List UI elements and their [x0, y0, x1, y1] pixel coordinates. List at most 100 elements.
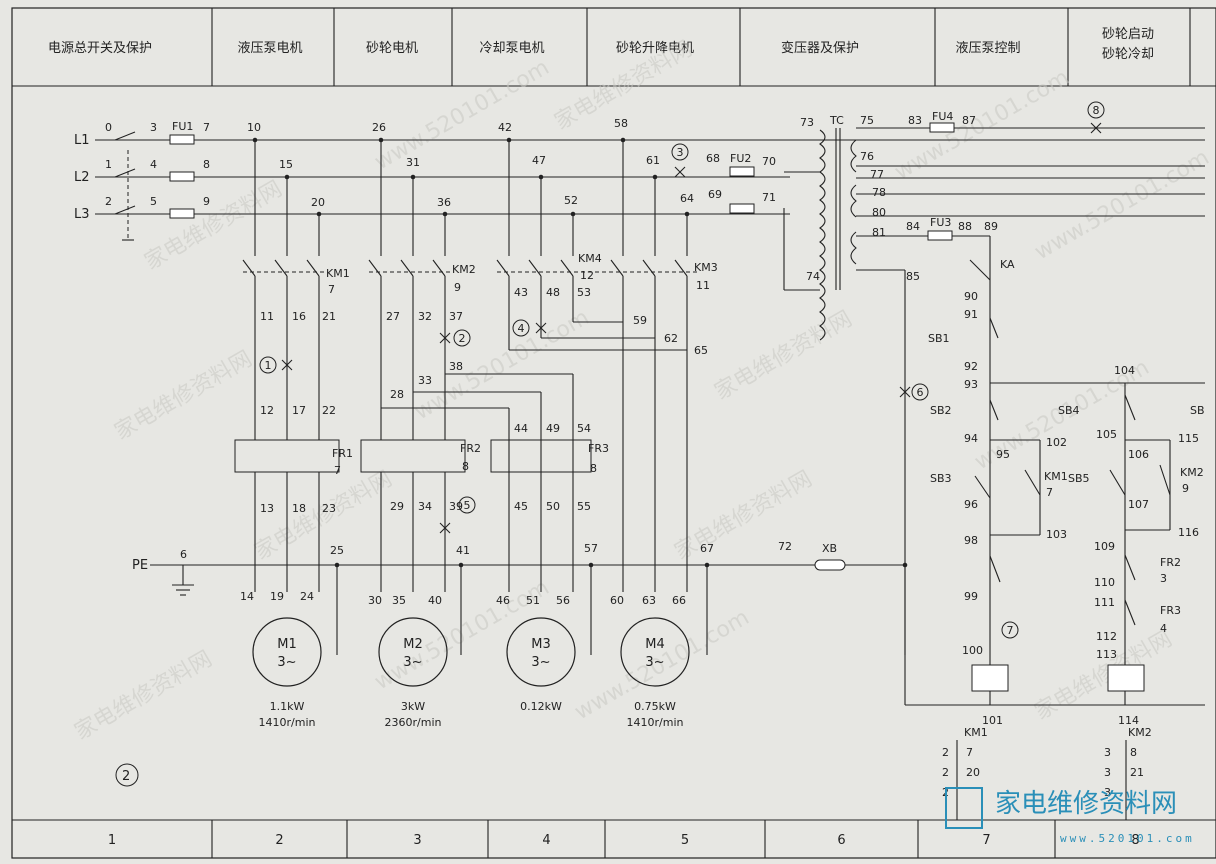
node-58: 58 [614, 117, 628, 130]
motor-speed: 2360r/min [385, 716, 442, 729]
node-100: 100 [962, 644, 983, 657]
node-55: 55 [577, 500, 591, 513]
watermark: 家电维修资料网 [141, 177, 287, 276]
node-102: 102 [1046, 436, 1067, 449]
node-50: 50 [546, 500, 560, 513]
footer-cell-2: 2 [275, 833, 283, 848]
node-36: 36 [437, 196, 451, 209]
km4-ref: 12 [580, 269, 594, 282]
node-99: 99 [964, 590, 978, 603]
node-12: 12 [260, 404, 274, 417]
fault-marker-2: 2 [439, 329, 471, 347]
svg-text:4: 4 [518, 322, 525, 335]
ka-label: KA [1000, 258, 1015, 271]
motor-rating: 0.12kW [520, 700, 562, 713]
node-30: 30 [368, 594, 382, 607]
header-labels: 电源总开关及保护液压泵电机砂轮电机冷却泵电机砂轮升降电机变压器及保护液压泵控制砂… [48, 27, 1154, 62]
node-35: 35 [392, 594, 406, 607]
svg-text:3: 3 [1104, 786, 1111, 799]
km1-label: KM1 [326, 267, 350, 280]
node-113: 113 [1096, 648, 1117, 661]
node-101: 101 [982, 714, 1003, 727]
node-70: 70 [762, 155, 776, 168]
sb1-label: SB1 [928, 332, 950, 345]
motor-phase: 3~ [531, 655, 550, 670]
node-11: 11 [260, 310, 274, 323]
motor-name: M3 [531, 637, 551, 652]
fault-marker-7: 7 [1001, 621, 1019, 639]
svg-text:20: 20 [966, 766, 980, 779]
motor-name: M4 [645, 637, 665, 652]
motor-phase: 3~ [645, 655, 664, 670]
node-42: 42 [498, 121, 512, 134]
node-4: 4 [150, 158, 157, 171]
node-0: 0 [105, 121, 112, 134]
sb3-label: SB3 [930, 472, 952, 485]
node-84: 84 [906, 220, 920, 233]
fr3-contact-ref: 4 [1160, 622, 1167, 635]
node-78: 78 [872, 186, 886, 199]
header-section-2: 液压泵电机 [237, 41, 302, 56]
fault-marker-5: 5 [439, 496, 476, 534]
node-34: 34 [418, 500, 432, 513]
pe-label: PE [132, 558, 148, 573]
node-1: 1 [105, 158, 112, 171]
node-77: 77 [870, 168, 884, 181]
svg-text:3: 3 [677, 146, 684, 159]
node-46: 46 [496, 594, 510, 607]
svg-text:1: 1 [265, 359, 272, 372]
fr1-label: FR1 [332, 447, 353, 460]
node-72: 72 [778, 540, 792, 553]
svg-text:KM1: KM1 [964, 726, 988, 739]
svg-text:21: 21 [1130, 766, 1144, 779]
header-section-9: 砂轮冷却 [1102, 47, 1154, 62]
km1-ref: 7 [328, 283, 335, 296]
node-7: 7 [203, 121, 210, 134]
line-l2-label: L2 [74, 170, 90, 185]
km3-label: KM3 [694, 261, 718, 274]
fu1-group [169, 134, 195, 219]
fr2-ref: 8 [462, 460, 469, 473]
node-38: 38 [449, 360, 463, 373]
footer-cell-6: 6 [837, 833, 845, 848]
footer-cell-3: 3 [413, 833, 421, 848]
svg-text:3: 3 [1104, 766, 1111, 779]
sb5-label: SB5 [1068, 472, 1090, 485]
node-37: 37 [449, 310, 463, 323]
km4-label: KM4 [578, 252, 602, 265]
node-25: 25 [330, 544, 344, 557]
node-23: 23 [322, 502, 336, 515]
header-section-7: 液压泵控制 [955, 41, 1020, 56]
svg-text:8: 8 [1130, 746, 1137, 759]
node-5: 5 [150, 195, 157, 208]
km1-aux-label: KM1 [1044, 470, 1068, 483]
motors: M13~1.1kW1410r/minM23~3kW2360r/minM33~0.… [252, 617, 690, 729]
node-13: 13 [260, 502, 274, 515]
node-64: 64 [680, 192, 694, 205]
fu2-label: FU2 [730, 152, 751, 165]
node-68: 68 [706, 152, 720, 165]
motor-rating: 1.1kW [270, 700, 305, 713]
node-54: 54 [577, 422, 591, 435]
km1-aux-ref: 7 [1046, 486, 1053, 499]
header-section-8: 砂轮启动 [1102, 27, 1154, 42]
node-40: 40 [428, 594, 442, 607]
svg-text:3: 3 [1104, 746, 1111, 759]
watermark: 家电维修资料网 [111, 347, 257, 446]
node-80: 80 [872, 206, 886, 219]
node-22: 22 [322, 404, 336, 417]
node-112: 112 [1096, 630, 1117, 643]
footer-cell-8: 8 [1131, 833, 1139, 848]
svg-text:2: 2 [942, 766, 949, 779]
fu3-label: FU3 [930, 216, 951, 229]
node-39: 39 [449, 500, 463, 513]
node-109: 109 [1094, 540, 1115, 553]
node-28: 28 [390, 388, 404, 401]
logo-text: 家电维修资料网 [995, 789, 1177, 819]
logo-url: www.520101.com [1060, 832, 1195, 845]
node-59: 59 [633, 314, 647, 327]
motor-branches [234, 137, 908, 655]
